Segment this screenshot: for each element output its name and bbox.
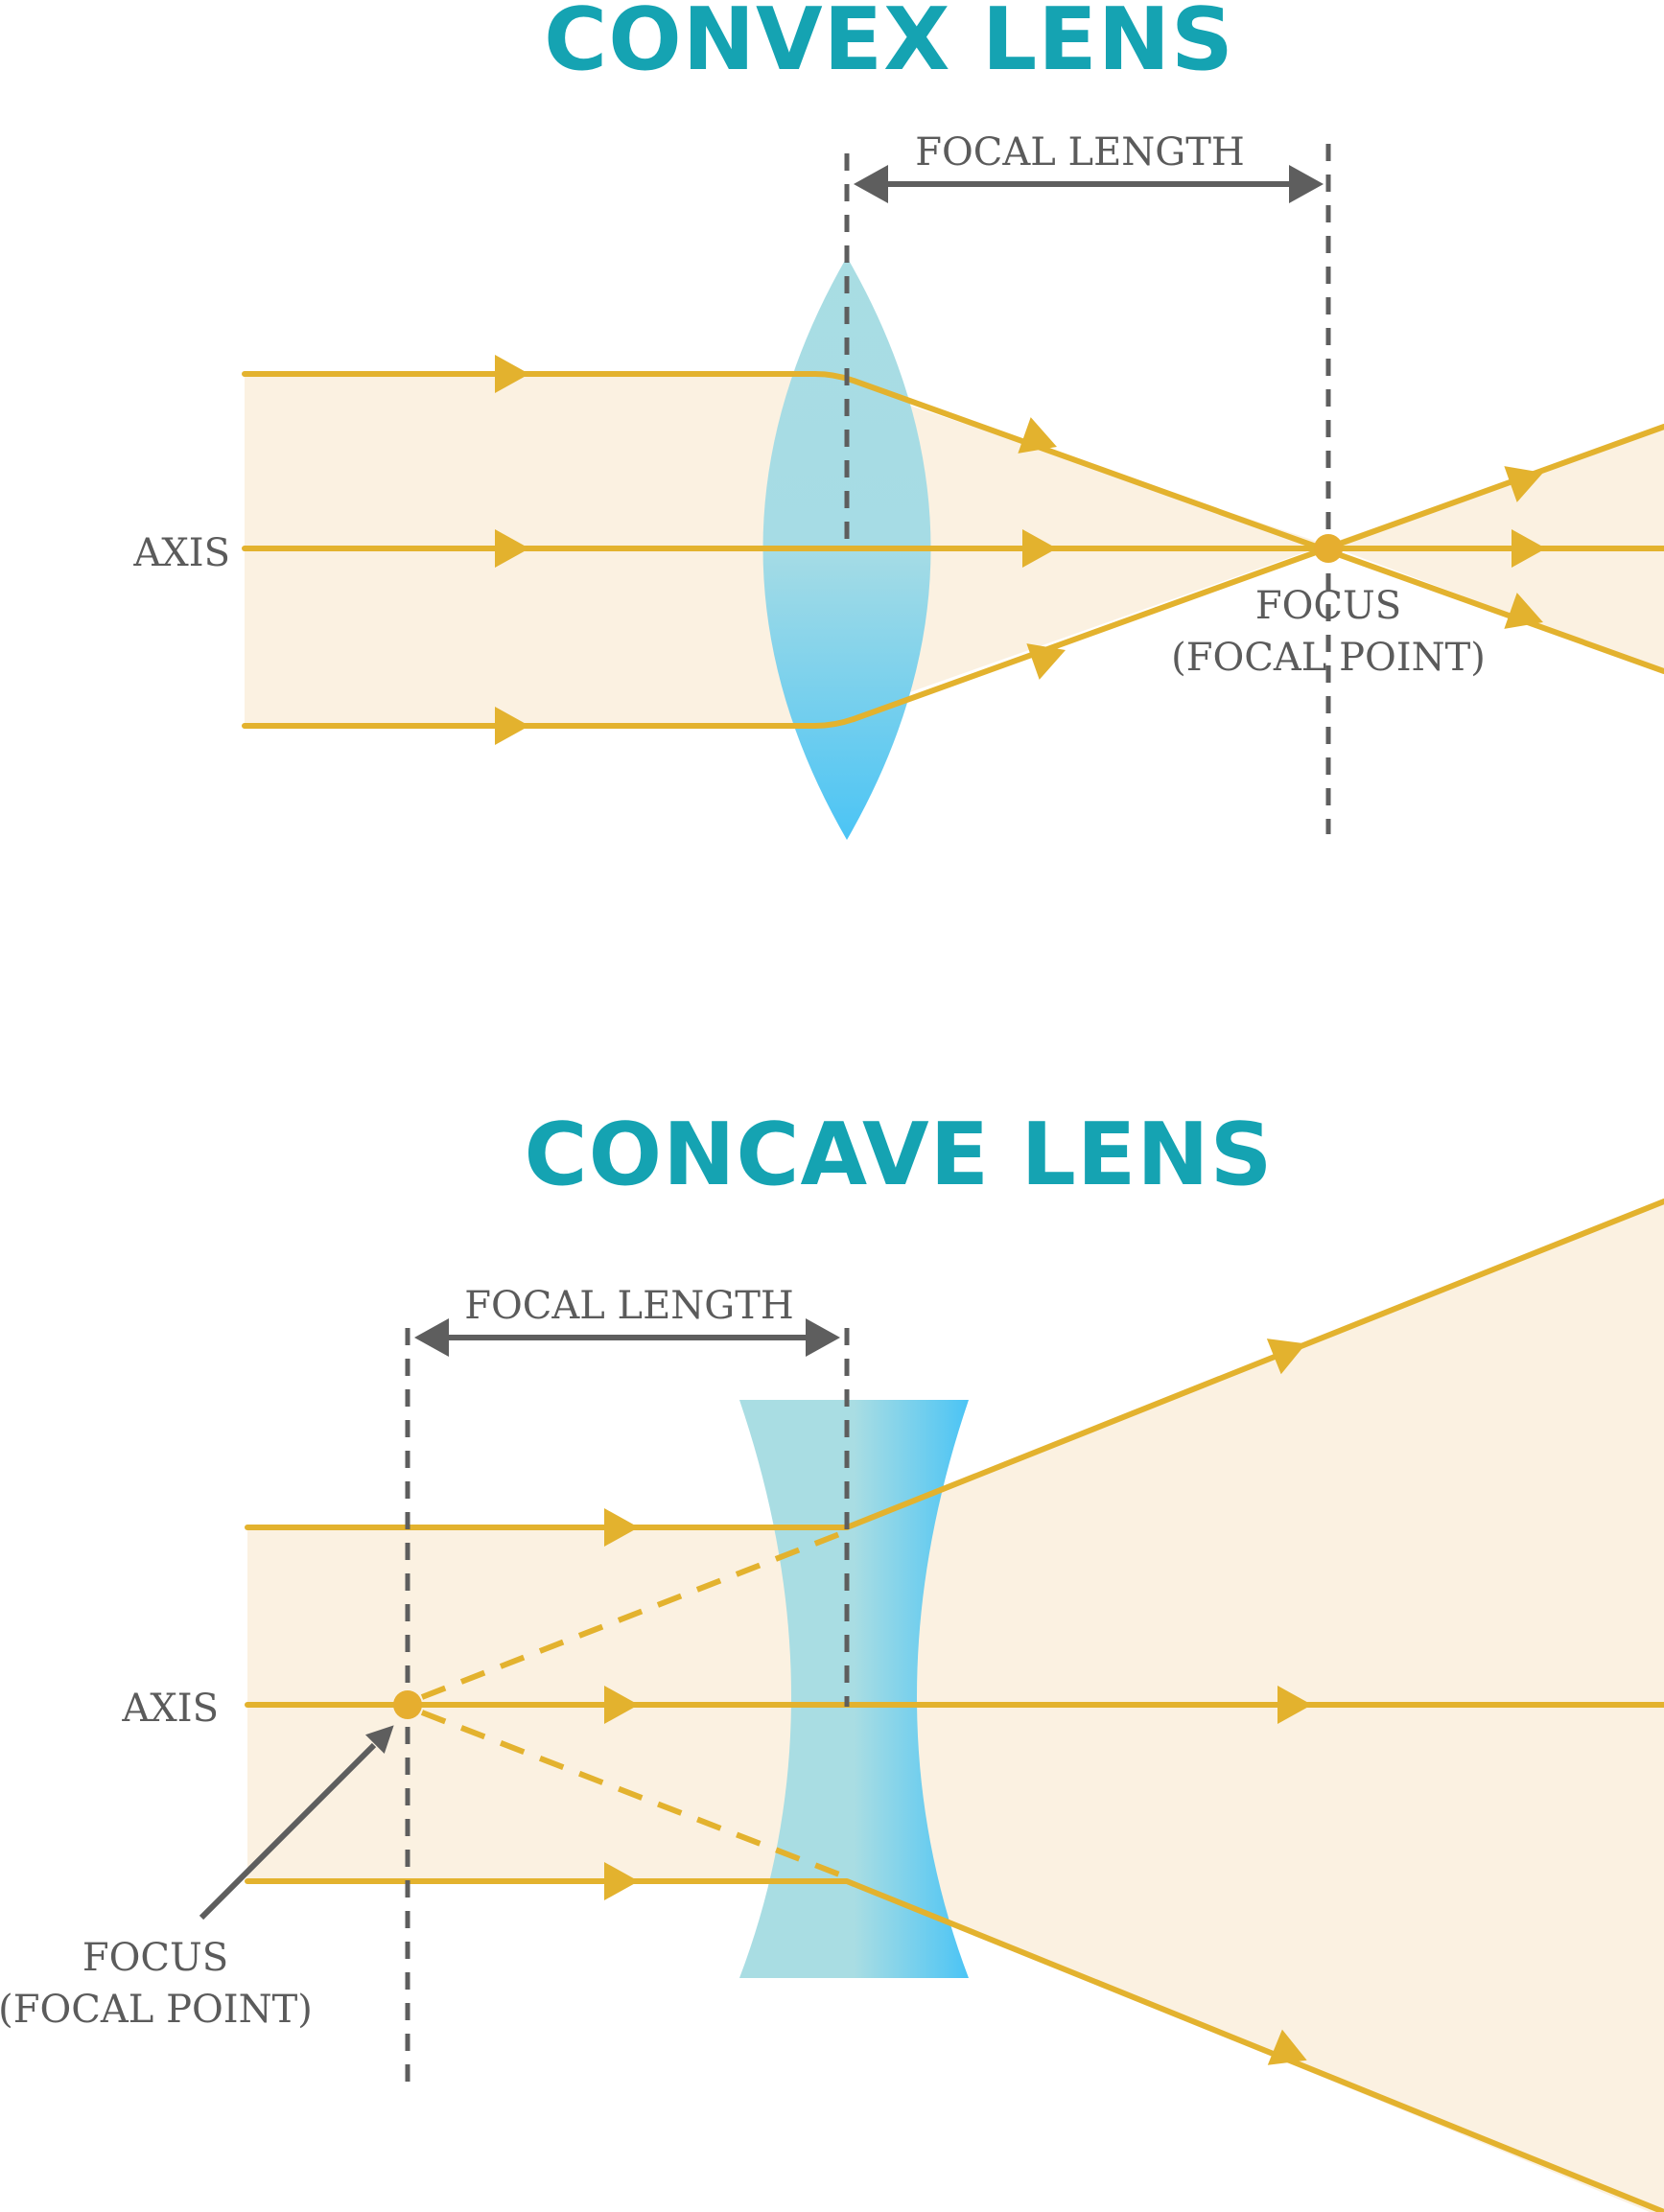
- double-headed-arrow-icon: [854, 165, 1324, 203]
- concave-arrow-bottom-2: [1267, 2029, 1307, 2065]
- convex-title: CONVEX LENS: [544, 0, 1234, 90]
- convex-focus-label: FOCUS: [1255, 584, 1401, 628]
- convex-focus-dot: [1314, 534, 1343, 563]
- double-headed-arrow-icon: [414, 1318, 840, 1357]
- concave-lens: [739, 1400, 969, 1978]
- concave-arrow-top-1: [604, 1508, 639, 1547]
- convex-lens-section: CONVEX LENS FOCAL LENGTH FOCUS: [132, 0, 1664, 840]
- convex-arrow-axis-3: [1512, 529, 1546, 568]
- convex-focus-sublabel: (FOCAL POINT): [1171, 636, 1486, 680]
- convex-ray-bottom: [242, 424, 1664, 729]
- convex-arrow-top-2: [1018, 417, 1057, 454]
- convex-arrow-top-1: [495, 355, 529, 393]
- convex-arrow-bottom-2: [1026, 643, 1066, 680]
- convex-arrow-bottom-1: [495, 707, 529, 745]
- concave-focus-dot: [393, 1690, 422, 1719]
- concave-arrow-top-2: [1266, 1339, 1306, 1375]
- concave-arrow-axis-1: [604, 1686, 639, 1724]
- concave-focus-sublabel: (FOCAL POINT): [0, 1988, 313, 2032]
- concave-focal-length-label: FOCAL LENGTH: [464, 1284, 794, 1328]
- convex-arrow-axis-1: [495, 529, 529, 568]
- convex-focal-length-label: FOCAL LENGTH: [915, 130, 1245, 175]
- concave-virtual-ray-bottom: [420, 1710, 849, 1880]
- concave-focus-label: FOCUS: [82, 1936, 228, 1980]
- convex-arrow-axis-2: [1022, 529, 1057, 568]
- convex-axis-label: AXIS: [132, 531, 230, 575]
- convex-arrow-down-3: [1504, 593, 1543, 629]
- concave-axis-label: AXIS: [121, 1687, 219, 1731]
- concave-arrow-bottom-1: [604, 1862, 639, 1900]
- concave-title: CONCAVE LENS: [525, 1105, 1274, 1205]
- convex-ray-top: [242, 371, 1664, 674]
- convex-arrow-up-3: [1504, 466, 1543, 502]
- concave-virtual-ray-top: [420, 1528, 849, 1700]
- concave-lens-section: CONCAVE LENS FOCAL LENGTH: [0, 1105, 1664, 2212]
- concave-ray-bottom: [245, 1878, 1664, 2212]
- concave-arrow-axis-2: [1277, 1686, 1312, 1724]
